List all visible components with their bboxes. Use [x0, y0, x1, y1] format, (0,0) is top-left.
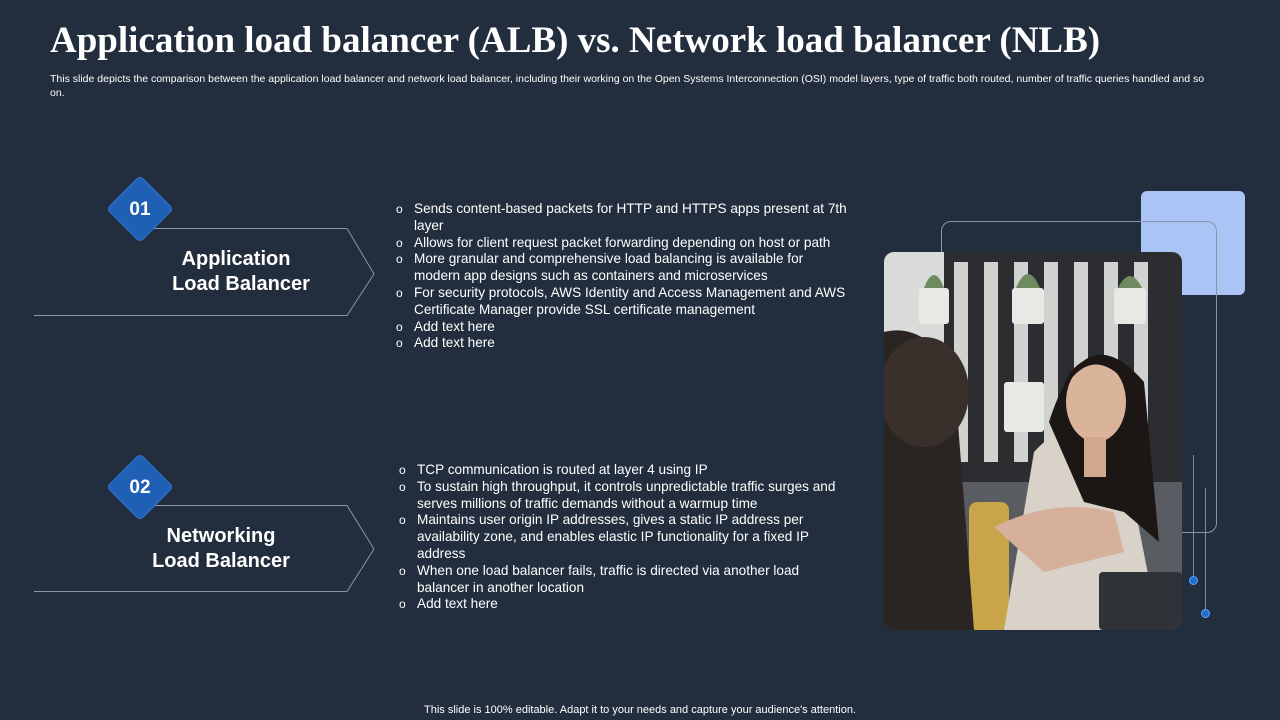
section-label-2-line1: Networking: [166, 525, 276, 547]
list-item: Add text here: [399, 596, 839, 613]
bullet-list-1: Sends content-based packets for HTTP and…: [396, 201, 851, 352]
bullet-list-2: TCP communication is routed at layer 4 u…: [399, 462, 839, 613]
slide-subtitle: This slide depicts the comparison betwee…: [50, 73, 1205, 99]
list-item: Sends content-based packets for HTTP and…: [396, 201, 851, 235]
list-item: Maintains user origin IP addresses, give…: [399, 512, 839, 562]
number-badge-2-text: 02: [129, 477, 151, 498]
slide-footer: This slide is 100% editable. Adapt it to…: [424, 704, 856, 716]
list-item: More granular and comprehensive load bal…: [396, 251, 851, 285]
photo-illustration: [884, 252, 1182, 630]
chevron-outline-2: [34, 505, 375, 592]
section-label-1: Application Load Balancer: [121, 247, 351, 297]
section-label-2: Networking Load Balancer: [106, 524, 336, 574]
list-item: TCP communication is routed at layer 4 u…: [399, 462, 839, 479]
section-label-1-line2: Load Balancer: [172, 273, 310, 295]
list-item: When one load balancer fails, traffic is…: [399, 563, 839, 597]
list-item: To sustain high throughput, it controls …: [399, 479, 839, 513]
office-meeting-photo: [884, 252, 1182, 630]
number-badge-1-text: 01: [129, 199, 151, 220]
list-item: For security protocols, AWS Identity and…: [396, 285, 851, 319]
section-label-2-line2: Load Balancer: [152, 550, 290, 572]
decorative-line-2: [1205, 488, 1206, 610]
decorative-line-1: [1193, 455, 1194, 577]
decorative-dot-1: [1189, 576, 1198, 585]
list-item: Add text here: [396, 335, 851, 352]
slide-title: Application load balancer (ALB) vs. Netw…: [50, 20, 1101, 61]
chevron-outline-1: [34, 228, 375, 316]
list-item: Allows for client request packet forward…: [396, 235, 851, 252]
decorative-dot-2: [1201, 609, 1210, 618]
list-item: Add text here: [396, 319, 851, 336]
section-label-1-line1: Application: [181, 248, 291, 270]
